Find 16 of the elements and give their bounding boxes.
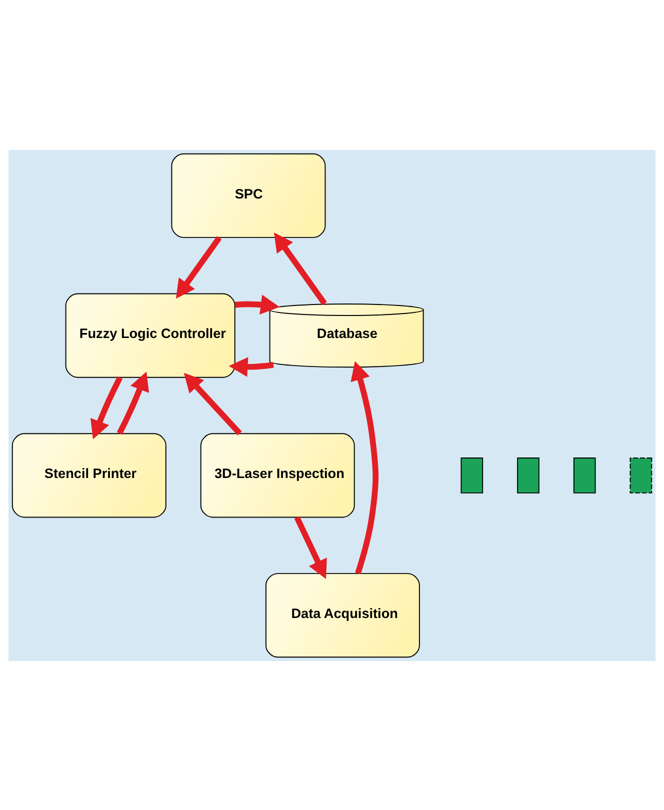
arrow [116, 371, 149, 434]
node-box: Fuzzy Logic Controller [65, 292, 236, 378]
node-bar [460, 456, 484, 493]
node-bar [573, 456, 596, 493]
arrow [176, 235, 222, 298]
node-bar [517, 456, 540, 493]
node-box: 3D-Laser Inspection [200, 432, 355, 518]
node-bar [630, 456, 652, 493]
arrow [294, 516, 327, 578]
arrow [350, 360, 379, 574]
node-box: Data Acquisition [265, 572, 420, 658]
node-box: Stencil Printer [12, 432, 166, 518]
arrow [228, 356, 274, 376]
arrow [274, 232, 327, 305]
arrow [184, 372, 242, 435]
node-box: SPC [171, 152, 326, 238]
